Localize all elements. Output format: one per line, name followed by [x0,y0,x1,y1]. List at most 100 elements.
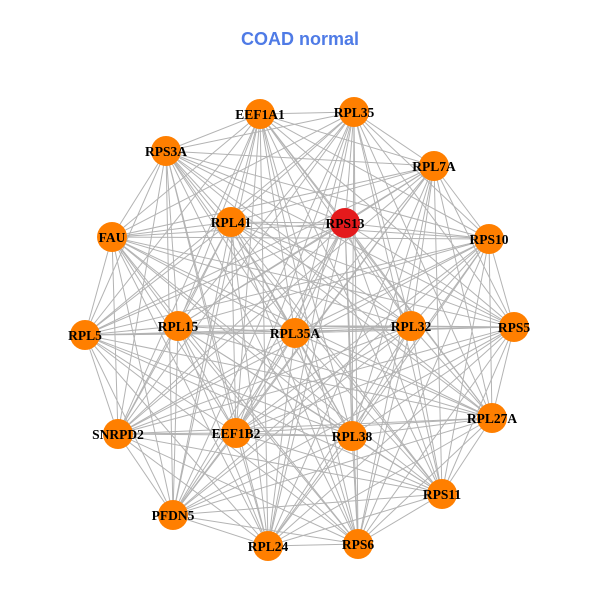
edge-RPS10-RPL27A [488,238,493,419]
edge-RPL35-PFDN5 [172,111,355,516]
edge-RPL32-RPL38 [351,325,412,437]
edge-RPS3A-RPL27A [165,150,493,419]
node-label: RPS6 [342,537,375,552]
edge-FAU-RPL32 [111,236,412,327]
node-fau[interactable]: FAU [97,222,127,252]
node-rpl27a[interactable]: RPL27A [467,403,518,433]
node-circle [221,418,251,448]
node-rpl35a[interactable]: RPL35A [270,318,321,348]
node-circle [330,208,360,238]
node-rpl32[interactable]: RPL32 [391,311,432,341]
node-label: RPS13 [325,216,364,231]
edge-RPS3A-RPL41 [165,150,232,223]
node-rpl7a[interactable]: RPL7A [412,151,456,181]
edge-RPS11-RPS6 [357,493,443,545]
edge-RPL15-RPL35A [177,325,296,334]
edge-RPL35-RPL15 [177,111,355,327]
edge-RPL7A-FAU [111,165,435,238]
edge-RPL41-RPS11 [230,221,443,495]
chart-title: COAD normal [240,29,359,49]
node-rps6[interactable]: RPS6 [342,529,375,559]
edge-RPL38-RPS11 [351,435,443,495]
edge-RPL41-RPL5 [84,221,232,336]
node-label: RPS5 [498,320,531,335]
node-rpl38[interactable]: RPL38 [332,421,373,451]
node-circle [477,403,507,433]
edge-EEF1A1-RPS10 [259,113,490,240]
edge-FAU-RPL5 [84,236,113,336]
node-rps11[interactable]: RPS11 [423,479,462,509]
edge-RPL35-RPL7A [353,111,435,167]
edge-RPL7A-RPL32 [410,165,435,327]
edge-RPS5-RPS11 [441,326,515,495]
edge-RPL41-EEF1B2 [230,221,237,434]
node-label: RPS11 [423,487,462,502]
edge-RPL32-RPS5 [410,325,515,328]
edge-RPL35-RPS5 [353,111,515,328]
edge-RPS5-RPL24 [267,326,515,547]
node-rpl41[interactable]: RPL41 [211,207,252,237]
edge-layer [84,111,515,547]
node-rps10[interactable]: RPS10 [469,224,509,254]
edge-RPS3A-FAU [111,150,167,238]
edge-EEF1B2-RPL24 [235,432,269,547]
edge-PFDN5-RPS6 [172,514,359,545]
node-circle [103,419,133,449]
edge-RPS3A-SNRPD2 [117,150,167,435]
edge-RPL35-SNRPD2 [117,111,355,435]
node-eef1b2[interactable]: EEF1B2 [212,418,261,448]
edge-RPS10-RPL5 [84,238,490,336]
node-label: RPL41 [211,215,252,230]
edge-RPL35-RPL32 [353,111,412,327]
edge-RPS10-RPS5 [488,238,515,328]
edge-SNRPD2-PFDN5 [117,433,174,516]
edge-RPL35-RPS3A [165,111,355,152]
edge-RPL7A-RPS10 [433,165,490,240]
node-circle [158,500,188,530]
edge-RPL41-RPL24 [230,221,269,547]
node-label: PFDN5 [152,508,195,523]
edge-RPL5-RPS6 [84,334,359,545]
edge-RPS13-RPS5 [344,222,515,328]
edge-EEF1B2-RPL38 [235,432,353,437]
node-circle [280,318,310,348]
node-rps5[interactable]: RPS5 [498,312,531,342]
node-rps3a[interactable]: RPS3A [145,136,187,166]
node-label: RPL24 [248,539,289,554]
node-label: FAU [99,230,126,245]
edge-RPS5-RPL38 [351,326,515,437]
edge-RPL32-SNRPD2 [117,325,412,435]
node-rps13[interactable]: RPS13 [325,208,365,238]
edge-SNRPD2-RPS11 [117,433,443,495]
edge-RPS13-RPL35A [294,222,346,334]
node-circle [70,320,100,350]
edge-FAU-RPL41 [111,221,232,238]
node-label: SNRPD2 [92,427,144,442]
edge-RPS10-RPL35A [294,238,490,334]
node-label: EEF1A1 [235,107,285,122]
edge-RPL35-RPS11 [353,111,443,495]
edge-RPL35A-RPS6 [294,332,359,545]
edge-RPS13-RPL5 [84,222,346,336]
edge-RPS3A-RPS13 [165,150,346,224]
edge-RPL38-PFDN5 [172,435,353,516]
node-label: RPL35A [270,326,321,341]
node-snrpd2[interactable]: SNRPD2 [92,419,144,449]
node-label: RPL27A [467,411,518,426]
node-circle [163,311,193,341]
node-eef1a1[interactable]: EEF1A1 [235,99,285,129]
edge-RPL35-EEF1B2 [235,111,355,434]
node-rpl15[interactable]: RPL15 [158,311,199,341]
edge-RPL5-EEF1B2 [84,334,237,434]
edge-RPL7A-RPL27A [433,165,493,419]
node-circle [499,312,529,342]
node-rpl5[interactable]: RPL5 [68,320,102,350]
edge-RPS5-EEF1B2 [235,326,515,434]
edge-RPL5-SNRPD2 [84,334,119,435]
node-rpl35[interactable]: RPL35 [334,97,375,127]
edge-RPS5-SNRPD2 [117,326,515,435]
edge-EEF1A1-RPS5 [259,113,515,328]
node-pfdn5[interactable]: PFDN5 [152,500,195,530]
node-rpl24[interactable]: RPL24 [248,531,289,561]
